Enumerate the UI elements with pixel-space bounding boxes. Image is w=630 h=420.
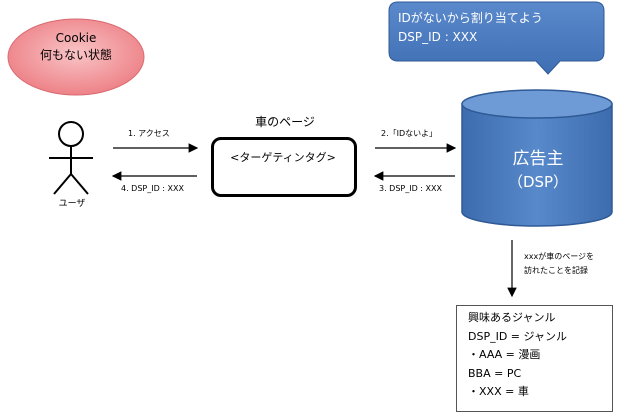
- arrow-return-id-label: 4. DSP_ID : XXX: [121, 184, 184, 193]
- arrow-access-label: 1. アクセス: [128, 129, 170, 138]
- cookie-bubble: [7, 18, 145, 96]
- interest-item: BBA = PC: [468, 366, 522, 380]
- interest-header: DSP_ID = ジャンル: [468, 329, 567, 343]
- arrow-assign-id-label: 3. DSP_ID : XXX: [379, 184, 442, 193]
- interest-item: ・XXX = 車: [468, 385, 529, 398]
- arrow-no-id-label: 2.「IDないよ」: [381, 129, 437, 138]
- record-note: xxxが車のページを 訪れたことを記録: [524, 250, 624, 278]
- callout-line-2: DSP_ID : XXX: [398, 30, 478, 44]
- callout-label: IDがないから割り当てよう DSP_ID : XXX: [398, 9, 598, 47]
- targeting-tag-label: <ターゲティンタグ>: [230, 151, 336, 164]
- callout-bubble: [388, 1, 605, 75]
- cookie-state: 何もない状態: [39, 48, 112, 62]
- advertiser-subtitle: （DSP）: [507, 173, 569, 191]
- interest-table-box: 興味あるジャンル DSP_ID = ジャンル ・AAA = 漫画 BBA = P…: [456, 305, 613, 412]
- callout-line-1: IDがないから割り当てよう: [398, 11, 543, 25]
- user-stick-figure: [49, 121, 93, 195]
- cookie-label: Cookie 何もない状態: [15, 30, 137, 64]
- record-note-line-2: 訪れたことを記録: [524, 266, 588, 275]
- advertiser-title: 広告主: [512, 149, 564, 169]
- targeting-tag-box: [211, 137, 357, 197]
- user-label: ユーザ: [58, 199, 86, 209]
- advertiser-cylinder: [461, 89, 613, 227]
- cookie-title: Cookie: [55, 31, 97, 45]
- record-note-line-1: xxxが車のページを: [524, 252, 595, 261]
- interest-item: ・AAA = 漫画: [468, 348, 541, 361]
- interest-title: 興味あるジャンル: [468, 311, 556, 324]
- page-title: 車のページ: [255, 115, 315, 129]
